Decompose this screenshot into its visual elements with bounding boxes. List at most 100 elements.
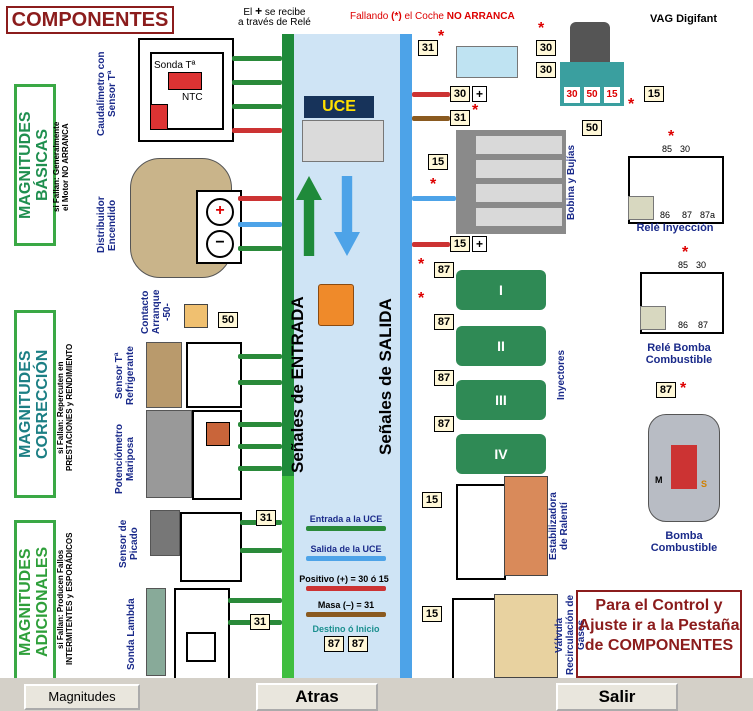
- relay-pump-label: Relé Bomba Combustible: [645, 342, 713, 366]
- control-note: Para el Control y Ajuste ir a la Pestaña…: [576, 590, 742, 678]
- uce-module-icon[interactable]: [302, 120, 384, 162]
- contact-label: Contacto Arranque -50-: [140, 289, 173, 335]
- relay-pump-image: [640, 306, 666, 330]
- battery-icon[interactable]: [456, 46, 518, 78]
- back-button[interactable]: Atras: [256, 683, 378, 711]
- throttle-symbol: [192, 410, 242, 500]
- coolant-sensor-label: Sensor Tª Refrigerante: [114, 346, 136, 406]
- tag-87-inj2: 87: [434, 314, 454, 330]
- wire-throttle-2: [238, 444, 282, 449]
- flowmeter-diagram[interactable]: Sonda Tª NTC: [138, 38, 234, 142]
- fuel-pump-label: Bomba Combustible: [650, 530, 718, 554]
- tag-87-inj3: 87: [434, 370, 454, 386]
- lambda-label: Sonda Lambda: [126, 598, 137, 670]
- throttle-image[interactable]: [146, 410, 192, 498]
- relay-inj-image: [628, 196, 654, 220]
- engine-warning-icon: [318, 284, 354, 326]
- legend-tag-b: 87: [348, 636, 368, 652]
- egr-valve-symbol: [452, 598, 496, 680]
- relay-inj-pin-87a: 87a: [700, 210, 716, 220]
- tag-50-ignition: 50: [582, 120, 602, 136]
- alert-star-inj1b: *: [418, 290, 425, 307]
- tag-87-inj1: 87: [434, 262, 454, 278]
- tag-50-contact: 50: [218, 312, 238, 328]
- tag-30-uce: 30: [450, 86, 470, 102]
- relay-inj-pin-87: 87: [682, 210, 693, 220]
- page-title: COMPONENTES: [6, 6, 174, 34]
- injector-4[interactable]: IV: [456, 434, 546, 474]
- wire-distributor-1: [238, 196, 282, 201]
- tag-30-top: 30: [536, 40, 556, 56]
- fuel-pump-m: M: [655, 475, 663, 485]
- fail-note: Fallando (*) el Coche NO ARRANCA: [350, 11, 515, 22]
- tag-15-uce: 15: [450, 236, 470, 252]
- idle-valve-image[interactable]: [504, 476, 548, 576]
- wire-flowmeter-3: [232, 104, 282, 109]
- legend-positivo-wire: [306, 586, 386, 591]
- fuel-pump-image[interactable]: M S: [648, 414, 720, 522]
- wire-flowmeter-2: [232, 80, 282, 85]
- tag-87-inj4: 87: [434, 416, 454, 432]
- ignition-switch-body: 30 50 15: [560, 84, 624, 106]
- egr-valve-image[interactable]: [494, 594, 558, 678]
- coil-image[interactable]: [456, 130, 566, 234]
- alert-star-coil: *: [430, 176, 437, 193]
- plus-icon-15: +: [472, 236, 487, 252]
- minus-icon: −: [206, 230, 234, 258]
- injector-3[interactable]: III: [456, 380, 546, 420]
- legend-entrada: Entrada a la UCE: [309, 514, 383, 524]
- wire-coil: [412, 196, 456, 201]
- relay-inj-pin-30: 30: [680, 144, 691, 154]
- tag-31-top: 31: [418, 40, 438, 56]
- magnitudes-button[interactable]: Magnitudes: [24, 684, 140, 710]
- relay-pump-pin-85: 85: [678, 260, 689, 270]
- wire-coolant-2: [238, 380, 282, 385]
- wire-throttle-3: [238, 466, 282, 471]
- wire-uce-15: [412, 242, 450, 247]
- ntc-label: NTC: [182, 92, 203, 103]
- tag-15-idle: 15: [422, 492, 442, 508]
- wire-coolant-1: [238, 354, 282, 359]
- injector-2-num: II: [497, 338, 505, 354]
- alert-star-inj1: *: [418, 256, 425, 273]
- tag-15-coil: 15: [428, 154, 448, 170]
- relay-note: El + se recibe a través de Relé: [238, 4, 311, 28]
- system-label: VAG Digifant: [650, 13, 718, 25]
- exit-button[interactable]: Salir: [556, 683, 678, 711]
- flowmeter-frame: [150, 52, 224, 130]
- legend-positivo: Positivo (+) = 30 ó 15: [299, 574, 389, 584]
- relay-inj-pin-86: 86: [660, 210, 671, 220]
- relay-inj-label: Relé Inyección: [636, 222, 714, 234]
- sonda-element: [168, 72, 202, 90]
- distributor-label: Distribuidor Encendido: [96, 196, 118, 254]
- idle-valve-symbol: [456, 484, 506, 580]
- injector-1[interactable]: I: [456, 270, 546, 310]
- injector-3-num: III: [495, 392, 507, 408]
- distributor-symbol: + −: [196, 190, 242, 264]
- contact-switch-icon[interactable]: [184, 304, 208, 328]
- spark-plug-1: [476, 136, 562, 154]
- injector-2[interactable]: II: [456, 326, 546, 366]
- ignition-switch-top: [560, 62, 624, 84]
- uce-title: UCE: [304, 96, 374, 118]
- flowmeter-sonda-label: Sonda Tª: [154, 60, 196, 71]
- alert-star-relay-inj: *: [668, 128, 675, 145]
- tag-30-mid: 30: [536, 62, 556, 78]
- knock-sensor-image[interactable]: [150, 510, 180, 556]
- wire-uce-31: [412, 116, 450, 121]
- fuel-pump-s: S: [701, 479, 708, 489]
- coolant-sensor-image[interactable]: [146, 342, 182, 408]
- alert-star-15: *: [628, 96, 635, 113]
- legend-masa: Masa (–) = 31: [317, 600, 375, 610]
- injectors-label: Inyectores: [556, 349, 567, 401]
- injector-1-num: I: [499, 282, 503, 298]
- ntc-element: [150, 104, 168, 130]
- wire-throttle-1: [238, 422, 282, 427]
- lambda-image[interactable]: [146, 588, 166, 676]
